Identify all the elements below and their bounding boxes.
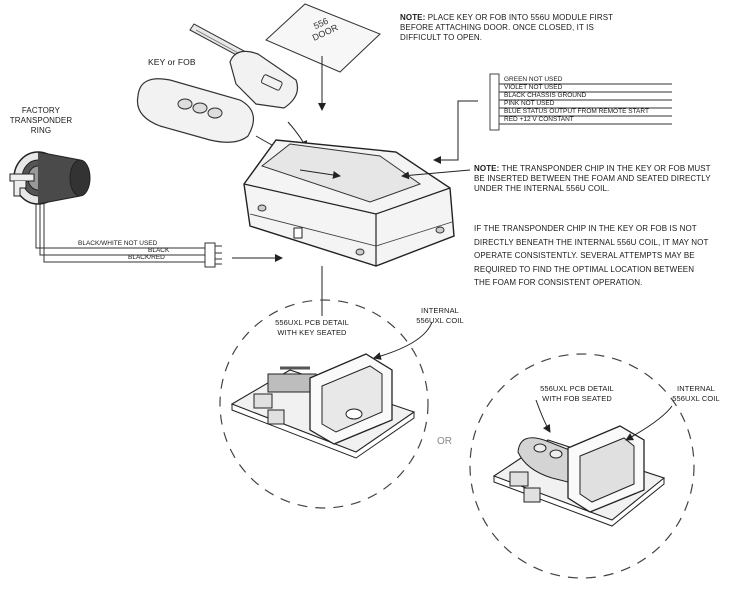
note-bottom-line2: DIRECTLY BENEATH THE INTERNAL 556U COIL,… bbox=[474, 237, 709, 247]
detail-fob-label: 556UXL PCB DETAIL WITH FOB SEATED bbox=[522, 384, 632, 404]
coil-pointer-right bbox=[625, 405, 673, 441]
factory-ring-label-line3: RING bbox=[30, 126, 52, 135]
note-top-prefix: NOTE: bbox=[400, 13, 426, 22]
note-bottom-line4: REQUIRED TO FIND THE OPTIMAL LOCATION BE… bbox=[474, 264, 695, 274]
wire-label-black: BLACK CHASSIS GROUND bbox=[504, 92, 587, 99]
note-bottom-line5: THE FOAM FOR CONSISTENT OPERATION. bbox=[474, 278, 643, 287]
wire-label-violet: VIOLET NOT USED bbox=[504, 84, 563, 91]
detail-key-label-line1: 556UXL PCB DETAIL bbox=[275, 318, 349, 327]
note-middle-line1: THE TRANSPONDER CHIP IN THE KEY OR FOB M… bbox=[499, 164, 711, 173]
coil-pointer-left bbox=[373, 321, 433, 360]
internal-coil-left-line2: 556UXL COIL bbox=[416, 316, 464, 325]
note-middle: NOTE: THE TRANSPONDER CHIP IN THE KEY OR… bbox=[474, 164, 730, 194]
key-or-fob-label: KEY or FOB bbox=[148, 57, 196, 67]
detail-key-label: 556UXL PCB DETAIL WITH KEY SEATED bbox=[252, 318, 372, 338]
detail-circle-fob bbox=[469, 353, 695, 579]
note-top-line2: BEFORE ATTACHING DOOR. ONCE CLOSED, IT I… bbox=[400, 23, 594, 32]
key-illustration bbox=[189, 23, 299, 109]
note-top-line3: DIFFICULT TO OPEN. bbox=[400, 33, 483, 42]
ring-wire-label-black-white: BLACK/WHITE NOT USED bbox=[78, 240, 158, 247]
door-card bbox=[265, 3, 381, 73]
ring-wire-harness bbox=[35, 204, 222, 268]
pcb-with-fob bbox=[492, 425, 666, 527]
internal-coil-label-right: INTERNAL 556UXL COIL bbox=[662, 384, 730, 404]
note-top-line1: PLACE KEY OR FOB INTO 556U MODULE FIRST bbox=[425, 13, 614, 22]
wire-label-green: GREEN NOT USED bbox=[504, 76, 563, 83]
factory-ring-label-line2: TRANSPONDER bbox=[9, 116, 73, 125]
ring-wire-label-black-red: BLACK/RED bbox=[128, 254, 165, 261]
internal-coil-right-line1: INTERNAL bbox=[677, 384, 715, 393]
detail-fob-label-line2: WITH FOB SEATED bbox=[542, 394, 612, 403]
internal-coil-right-line2: 556UXL COIL bbox=[672, 394, 720, 403]
transponder-ring-illustration bbox=[9, 151, 91, 205]
note-pointer-arrow bbox=[401, 169, 471, 180]
pcb-with-key bbox=[230, 353, 416, 459]
fob-illustration bbox=[136, 78, 255, 143]
detail-fob-label-line1: 556UXL PCB DETAIL bbox=[540, 384, 614, 393]
wire-label-pink: PINK NOT USED bbox=[504, 100, 555, 107]
wire-label-blue: BLUE STATUS OUTPUT FROM REMOTE START bbox=[504, 108, 649, 115]
internal-coil-label-left: INTERNAL 556UXL COIL bbox=[404, 306, 476, 326]
detail-key-label-line2: WITH KEY SEATED bbox=[277, 328, 347, 337]
module-556u bbox=[243, 139, 455, 267]
fob-detail-pointer bbox=[535, 399, 551, 433]
or-label: OR bbox=[437, 436, 452, 447]
wire-label-red: RED +12 V CONSTANT bbox=[504, 116, 574, 123]
factory-ring-label-line1: FACTORY bbox=[21, 106, 61, 115]
factory-ring-label: FACTORY TRANSPONDER RING bbox=[4, 106, 78, 136]
note-bottom-line3: OPERATE CONSISTENTLY. SEVERAL ATTEMPTS M… bbox=[474, 251, 695, 260]
six-pin-connector bbox=[489, 73, 672, 131]
internal-coil-left-line1: INTERNAL bbox=[421, 306, 459, 315]
note-top: NOTE: PLACE KEY OR FOB INTO 556U MODULE … bbox=[400, 13, 632, 43]
detail-circle-key bbox=[219, 299, 429, 509]
note-middle-line2: BE INSERTED BETWEEN THE FOAM AND SEATED … bbox=[474, 174, 711, 183]
ring-wire-label-black: BLACK bbox=[148, 247, 170, 254]
note-bottom-line1: IF THE TRANSPONDER CHIP IN THE KEY OR FO… bbox=[474, 224, 697, 233]
note-middle-line3: UNDER THE INTERNAL 556U COIL. bbox=[474, 184, 610, 193]
connector-arrow bbox=[433, 100, 478, 164]
note-middle-prefix: NOTE: bbox=[474, 164, 500, 173]
note-bottom: IF THE TRANSPONDER CHIP IN THE KEY OR FO… bbox=[474, 222, 730, 290]
